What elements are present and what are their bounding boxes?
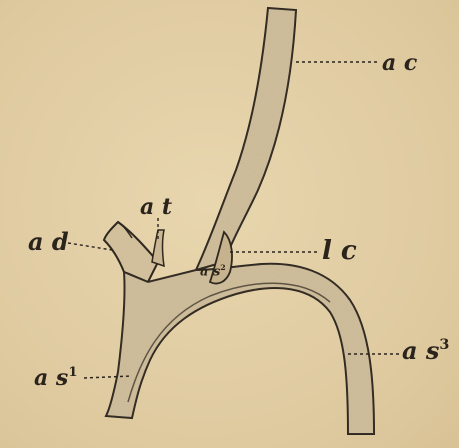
label-ad: a d bbox=[28, 230, 69, 254]
vessel-as-shade bbox=[106, 264, 374, 434]
label-lc: l c bbox=[322, 238, 357, 264]
label-as1: a s1 bbox=[34, 366, 78, 389]
label-as2: a s2 bbox=[200, 264, 226, 278]
label-at: a t bbox=[140, 196, 172, 218]
leader-ad bbox=[68, 243, 112, 250]
vessel-ac-shade bbox=[196, 8, 296, 270]
vessel-at bbox=[152, 230, 164, 266]
vessel-ad bbox=[104, 222, 158, 282]
label-as3: a s3 bbox=[402, 338, 449, 363]
label-ac: a c bbox=[382, 52, 417, 74]
